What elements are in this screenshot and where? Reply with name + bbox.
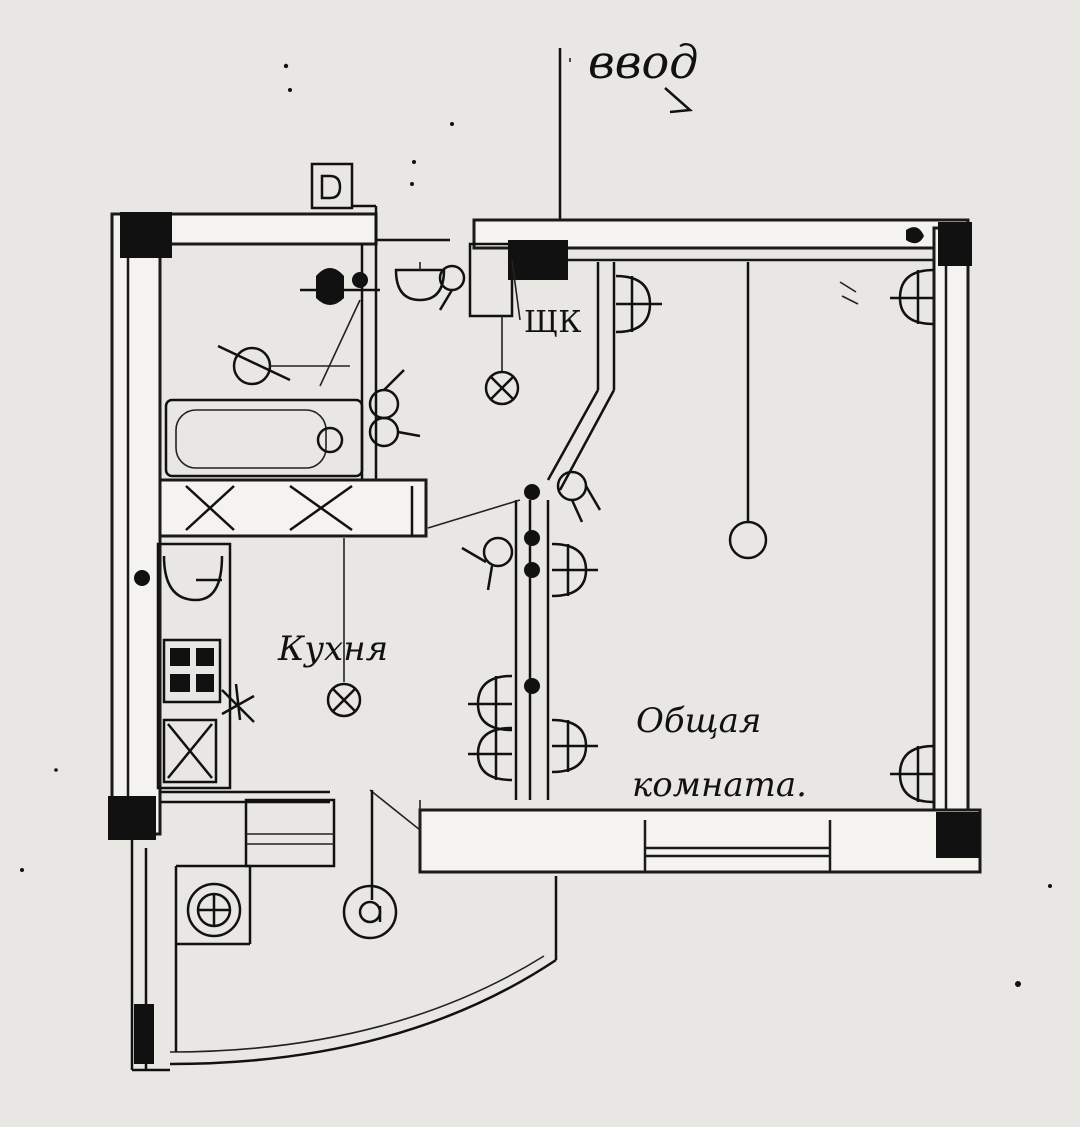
entry-feed: ввод [558, 35, 698, 260]
balcony [130, 798, 558, 1072]
vent-box [310, 162, 450, 244]
switch-icon [438, 264, 466, 311]
common-room-label-line2: комната. [632, 765, 807, 805]
common-room-label-line1: Общая [636, 701, 761, 741]
paper-specks [20, 63, 1052, 987]
partitions [158, 244, 616, 900]
socket-icon [615, 274, 662, 334]
panel-label: ЩК [524, 305, 581, 340]
socket-icon [551, 542, 598, 598]
switch-icon [217, 344, 350, 386]
ventilation-fan-icon [186, 882, 242, 938]
socket-icon [551, 718, 598, 774]
socket-icon [890, 744, 935, 804]
hallway: ЩК [368, 242, 602, 591]
kitchen-label: Кухня [277, 629, 388, 669]
pendant-light-icon [728, 262, 768, 560]
kitchen: Кухня [134, 538, 513, 790]
wall-light-icon [342, 884, 398, 940]
socket-icon [468, 726, 513, 782]
switch-icon [556, 470, 602, 523]
wall-lamp-icon [300, 268, 368, 305]
socket-icon [468, 674, 513, 732]
switch-icon [368, 369, 421, 448]
switch-icon [461, 536, 514, 591]
kitchen-sink-icon [162, 555, 224, 602]
electric-panel: ЩК [468, 242, 581, 340]
ceiling-light-icon [484, 316, 520, 406]
entry-label: ввод [588, 35, 698, 89]
outer-walls [108, 212, 982, 874]
socket-icon [890, 268, 935, 326]
stove-icon [162, 638, 222, 704]
ceiling-light-icon [326, 538, 362, 718]
bathroom [164, 262, 446, 478]
common-room: Общая комната. [524, 227, 935, 805]
